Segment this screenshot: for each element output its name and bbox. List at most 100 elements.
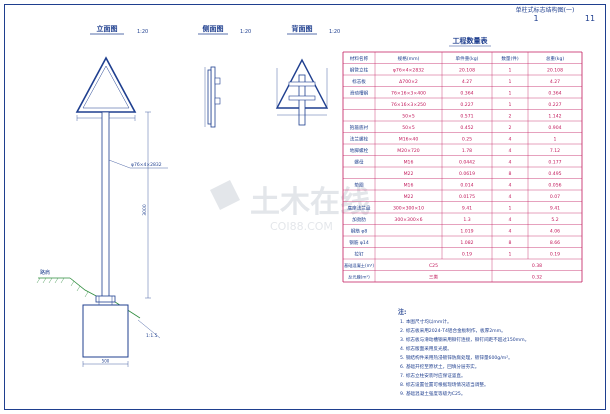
table-cell: 76×16×3×400 (391, 91, 426, 97)
table-cell: 20.108 (459, 68, 475, 74)
side-view-scale: 1:20 (240, 29, 251, 35)
table-cell: M16 (404, 160, 414, 166)
side-view-title: 侧面图 (203, 24, 224, 33)
table-cell: 滑动槽钢 (350, 90, 369, 97)
table-cell: 4 (509, 148, 512, 154)
sliding-channel-upper (288, 81, 316, 87)
table-cell: 8 (509, 240, 512, 246)
table-cell: 4 (509, 194, 512, 200)
table-cell: 1 (509, 252, 512, 258)
table-cell: 法兰螺栓 (350, 136, 369, 143)
back-view: 背面图 1:20 (275, 24, 340, 126)
table-cell: 4 (509, 160, 512, 166)
note-line: 6. 基础开挖至原状土，回填分层夯实。 (400, 363, 479, 370)
table-cell: 300×300×6 (394, 217, 422, 223)
table-cell: 0.0619 (459, 171, 475, 177)
table-cell: 50×5 (402, 125, 415, 131)
table-cell: 0.19 (462, 252, 472, 258)
table-cell: 1.019 (460, 229, 473, 235)
table-cell: 7.12 (550, 148, 560, 154)
triangle-sign-inner (82, 65, 130, 109)
table-cell: 垫圈 (354, 182, 364, 189)
table-cell: Δ700×2 (399, 79, 418, 85)
table-footer-label: 反光膜(m²) (348, 274, 370, 281)
table-cell: 9.41 (550, 206, 560, 212)
table-cell: 地脚螺栓 (350, 147, 369, 154)
table-cell: 0.014 (460, 183, 473, 189)
table-cell: 4 (509, 137, 512, 143)
table-cell: 钢筋 φ8 (351, 228, 368, 235)
table-cell: 0.19 (550, 252, 560, 258)
table-cell: 1 (509, 91, 512, 97)
pole-height-dim: 3000 (142, 204, 148, 216)
table-footer-spec: C25 (429, 263, 438, 269)
table-cell: 0.364 (548, 91, 561, 97)
note-line: 2. 标志板采用2024-T4铝合金板制作，板厚2mm。 (400, 327, 506, 334)
table-cell: 1 (509, 79, 512, 85)
table-cell: 0.227 (548, 102, 561, 108)
table-cell: M16×40 (399, 137, 419, 143)
table-cell: 0.056 (548, 183, 561, 189)
table-cell: 1 (554, 137, 557, 143)
front-view-scale: 1:20 (137, 29, 148, 35)
side-view: 侧面图 1:20 (198, 24, 251, 128)
concrete-foundation (82, 304, 129, 358)
table-header-cell: 单件重(kg) (456, 55, 479, 62)
watermark-logo-icon (210, 180, 240, 210)
front-view-title: 立面图 (97, 24, 118, 33)
table-cell: 0.452 (460, 125, 473, 131)
watermark-sub: COI88.COM (270, 220, 333, 233)
table-cell: M22 (404, 194, 414, 200)
sheet-border (4, 4, 606, 410)
table-cell: 0.0442 (459, 160, 475, 166)
table-cell: 底座法兰盘 (348, 205, 371, 212)
table-cell: 4.27 (462, 79, 472, 85)
table-cell: 2 (509, 125, 512, 131)
table-cell: 标志板 (352, 78, 366, 85)
table-cell: 加劲肋 (352, 216, 366, 223)
table-footer-spec: 三类 (429, 274, 439, 281)
table-cell: 300×300×10 (393, 206, 424, 212)
sheet-title: 单柱式标志结构图(一) (516, 6, 575, 14)
note-line: 3. 标志板与滑动槽钢采用铆钉连接，铆钉间距不超过150mm。 (400, 336, 529, 343)
note-line: 1. 本图尺寸均以mm计。 (400, 318, 452, 325)
table-footer-value: 0.38 (532, 263, 542, 269)
title-block: 单柱式标志结构图(一) 1 11 (516, 6, 595, 23)
table-cell: 0.495 (548, 171, 561, 177)
table-cell: 螺母 (354, 159, 364, 166)
table-cell: 2 (509, 114, 512, 120)
table-cell: 钢管立柱 (350, 67, 369, 74)
table-cell: φ76×4×2832 (393, 68, 424, 74)
front-view: 立面图 1:20 700 φ76×4×2832 3000 (36, 24, 168, 367)
back-view-title: 背面图 (292, 24, 313, 33)
table-cell: 0.0175 (459, 194, 475, 200)
table-footer-label: 基础混凝土(m³) (344, 262, 374, 269)
table-cell: 抱箍底衬 (350, 124, 369, 131)
table-cell: M20×720 (397, 148, 420, 154)
note-line: 9. 基础混凝土强度等级为C25。 (400, 390, 465, 397)
table-cell: 4.06 (550, 229, 560, 235)
table-cell: 1 (509, 68, 512, 74)
table-cell: 50×5 (402, 114, 415, 120)
pole-front (101, 111, 110, 299)
table-cell: 0.07 (550, 194, 560, 200)
table-cell: 1.78 (462, 148, 472, 154)
slope-label: 1:1.5 (146, 333, 158, 339)
base-flange (95, 295, 116, 303)
table-cell: 1.082 (460, 240, 473, 246)
table-header-cell: 数量(件) (501, 55, 519, 62)
note-line: 7. 标志立柱安装时应保证竖直。 (400, 372, 466, 379)
table-header-cell: 材料名称 (350, 55, 369, 62)
table-cell: 1.142 (548, 114, 561, 120)
table-cell: 76×16×3×250 (391, 102, 426, 108)
page-total: 11 (585, 14, 595, 23)
table-cell: 0.904 (548, 125, 561, 131)
table-cell: 20.108 (547, 68, 563, 74)
note-line: 5. 钢结构件采用热浸镀锌防腐处理，镀锌量600g/m²。 (400, 354, 513, 361)
watermark: 土木在线 COI88.COM (210, 180, 370, 233)
table-cell: 4 (509, 229, 512, 235)
back-view-scale: 1:20 (329, 29, 340, 35)
